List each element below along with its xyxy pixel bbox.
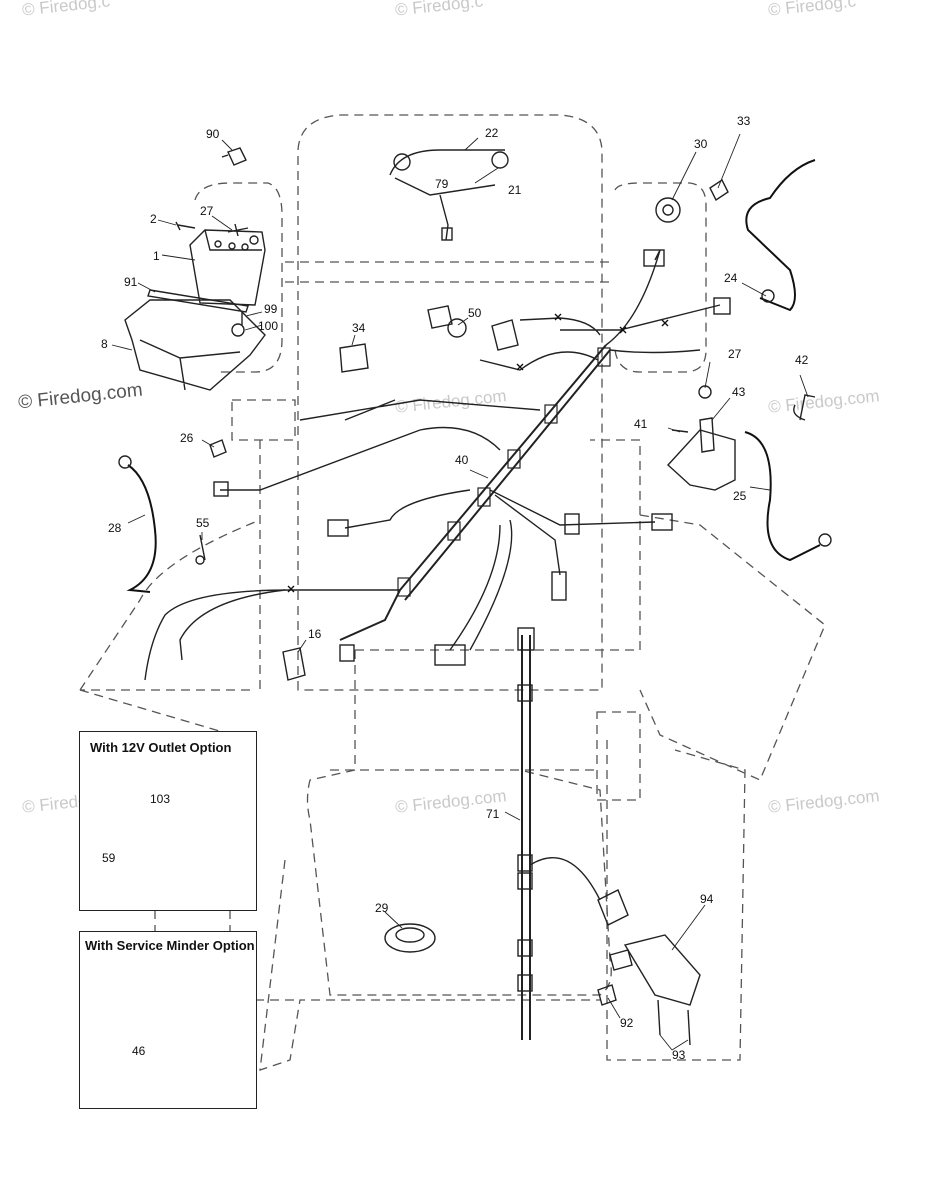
inset-12v-outlet xyxy=(79,731,257,911)
left-dash-outline xyxy=(231,399,296,441)
callout-2: 2 xyxy=(150,212,157,226)
right-area-outline xyxy=(614,182,707,373)
switch-92 xyxy=(597,889,629,926)
callout-50: 50 xyxy=(468,306,482,320)
harness-branch-b xyxy=(479,317,701,371)
harness-71 xyxy=(521,635,531,1040)
callout-16: 16 xyxy=(308,627,322,641)
dash-panel-outline xyxy=(285,261,615,283)
right-lower-outline xyxy=(606,740,746,1061)
callout-27-top: 27 xyxy=(200,204,214,218)
battery-box-8 xyxy=(124,299,266,391)
callout-90: 90 xyxy=(206,127,220,141)
cable-28 xyxy=(126,464,157,593)
callout-24: 24 xyxy=(724,271,738,285)
mower-deck-outline xyxy=(259,769,600,1071)
callout-34: 34 xyxy=(352,321,366,335)
callout-42: 42 xyxy=(795,353,809,367)
headlight-harness xyxy=(389,149,505,241)
seat-deck-outline xyxy=(306,650,612,996)
callout-103: 103 xyxy=(150,792,171,806)
fender-right-outline xyxy=(639,514,826,781)
harness-40 xyxy=(339,344,611,641)
plate-50 xyxy=(491,319,519,351)
callout-93: 93 xyxy=(672,1048,686,1062)
callout-55: 55 xyxy=(196,516,210,530)
hood-outline xyxy=(297,114,603,691)
fuse-26 xyxy=(209,439,227,458)
cable-25 xyxy=(744,431,821,562)
callout-27-right: 27 xyxy=(728,347,742,361)
callout-22: 22 xyxy=(485,126,499,140)
callout-26: 26 xyxy=(180,431,194,445)
inset-12v-outlet-title: With 12V Outlet Option xyxy=(90,740,232,755)
inset-link-lines xyxy=(154,910,300,1001)
chassis-left-outline xyxy=(79,440,261,691)
callout-43: 43 xyxy=(732,385,746,399)
callout-41: 41 xyxy=(634,417,648,431)
callout-59: 59 xyxy=(102,851,116,865)
key-switch-50 xyxy=(427,305,453,329)
callout-29: 29 xyxy=(375,901,389,915)
harness-branch-h xyxy=(144,589,400,681)
harness-branch-d xyxy=(220,426,501,491)
lever-slot-outline xyxy=(596,711,641,801)
harness-clips xyxy=(397,347,611,597)
part-42 xyxy=(793,394,816,421)
bolt-55 xyxy=(199,534,206,561)
callout-1: 1 xyxy=(153,249,160,263)
seat-switch-94 xyxy=(623,934,701,1006)
harness-branch-c xyxy=(299,399,541,421)
callout-99: 99 xyxy=(264,302,278,316)
screw-93 xyxy=(657,999,691,1046)
part-29 xyxy=(384,923,436,953)
callout-100: 100 xyxy=(258,319,279,333)
harness-branch-g xyxy=(449,519,513,651)
callout-91: 91 xyxy=(124,275,138,289)
chassis-center-outline xyxy=(355,439,641,651)
callout-79: 79 xyxy=(435,177,449,191)
bolt-2 xyxy=(175,221,196,231)
switch-34 xyxy=(339,343,369,373)
harness-71-branch xyxy=(529,856,601,901)
callout-33: 33 xyxy=(737,114,751,128)
part-33 xyxy=(709,178,729,202)
callout-94: 94 xyxy=(700,892,714,906)
relay-16 xyxy=(282,647,306,681)
callout-25: 25 xyxy=(733,489,747,503)
cable-24 xyxy=(745,159,816,312)
battery-1 xyxy=(189,229,266,306)
callout-46: 46 xyxy=(132,1044,146,1058)
inset-service-minder xyxy=(79,931,257,1109)
bolt-27 xyxy=(227,223,249,237)
callout-28: 28 xyxy=(108,521,122,535)
connector-90 xyxy=(221,147,247,166)
harness-branch-e xyxy=(344,489,471,529)
callout-30: 30 xyxy=(694,137,708,151)
callout-40: 40 xyxy=(455,453,469,467)
callout-8: 8 xyxy=(101,337,108,351)
callout-71: 71 xyxy=(486,807,500,821)
harness-branch-f xyxy=(489,489,656,576)
inset-service-minder-title: With Service Minder Option xyxy=(85,938,255,953)
callout-92: 92 xyxy=(620,1016,634,1030)
callout-21: 21 xyxy=(508,183,522,197)
battery-area-outline xyxy=(194,182,283,373)
